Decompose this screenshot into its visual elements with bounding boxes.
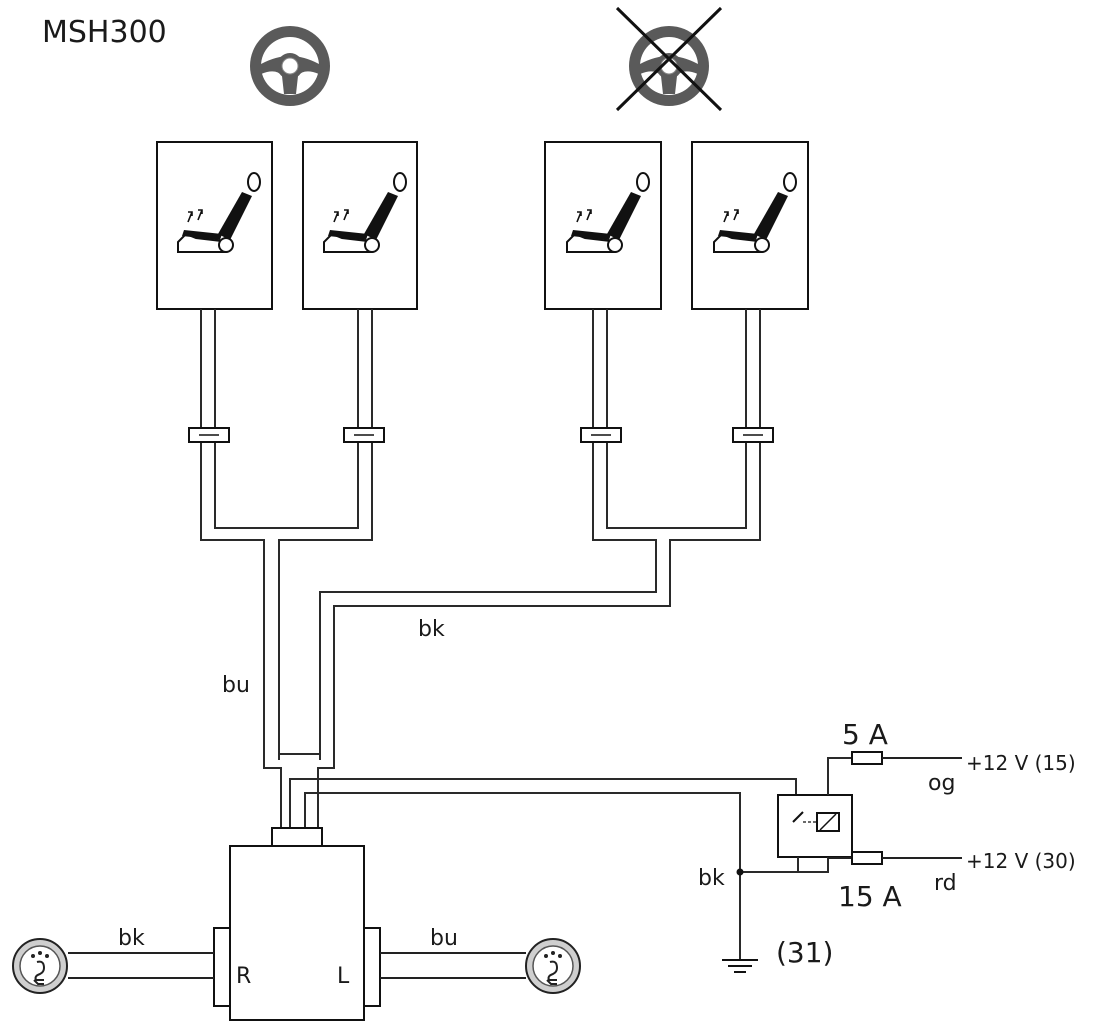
wire-label-bu: bu — [222, 673, 250, 698]
model-title: MSH300 — [42, 15, 167, 50]
steering-wheel-crossed-icon — [615, 6, 723, 112]
junction-dot — [736, 868, 744, 876]
switch-cable-right — [380, 952, 526, 979]
wire-label-bk-switch: bk — [118, 926, 145, 951]
wire-label-rd: rd — [934, 871, 957, 896]
switch-cable-left — [68, 952, 214, 979]
heated-seat-icon — [691, 141, 809, 310]
wire-label-bk-ground: bk — [698, 866, 725, 891]
wire-label-bk: bk — [418, 617, 445, 642]
fuse-label-5a: 5 A — [842, 718, 888, 751]
fuse-label-15a: 15 A — [838, 880, 902, 913]
steering-wheel-icon — [249, 25, 331, 107]
power-label-15: +12 V (15) — [966, 751, 1076, 775]
control-unit: R L — [213, 827, 381, 1021]
fuse-15a — [828, 851, 962, 865]
fuse-5a — [851, 751, 962, 765]
wire-label-bu-switch: bu — [430, 926, 458, 951]
seat-heat-switch-icon — [12, 938, 68, 994]
heated-seat-icon — [302, 141, 418, 310]
ground-label: (31) — [776, 936, 833, 969]
cable-connector — [580, 427, 622, 443]
heated-seat-icon — [544, 141, 662, 310]
relay-icon — [777, 794, 853, 858]
power-label-30: +12 V (30) — [966, 849, 1076, 873]
cable-connector — [188, 427, 230, 443]
port-label-left: L — [337, 964, 350, 989]
port-label-right: R — [236, 964, 251, 989]
cable-connector — [343, 427, 385, 443]
ground-icon — [722, 959, 758, 973]
cable-harness — [200, 309, 797, 960]
heated-seat-icon — [156, 141, 273, 310]
seat-heat-switch-icon — [525, 938, 581, 994]
cable-connector — [732, 427, 774, 443]
wire-label-og: og — [928, 771, 955, 796]
